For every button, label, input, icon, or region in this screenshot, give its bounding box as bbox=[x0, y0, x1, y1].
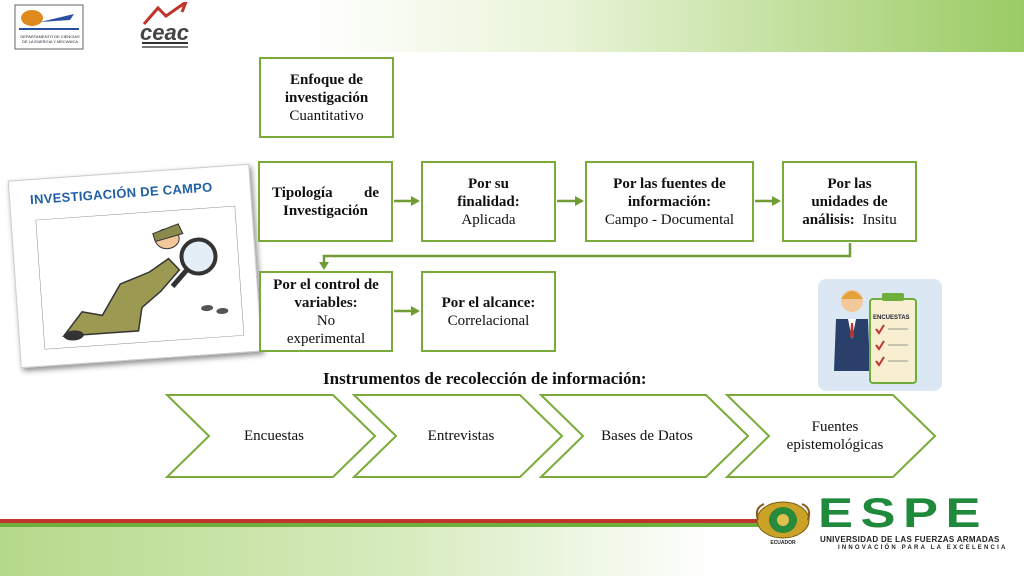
chevron-1 bbox=[164, 394, 377, 478]
box-tipologia: Tipología de Investigación bbox=[258, 161, 393, 242]
chevron-4 bbox=[724, 394, 937, 478]
arrow-unidades-control bbox=[322, 243, 852, 264]
box-fuentes-value: Campo - Documental bbox=[604, 211, 735, 228]
espe-shield: ECUADOR bbox=[752, 498, 814, 550]
instrumentos-title: Instrumentos de recolección de informaci… bbox=[323, 369, 647, 388]
box-fuentes: Por las fuentes de información: Campo - … bbox=[585, 161, 754, 242]
box-enfoque-value: Cuantitativo bbox=[289, 107, 364, 124]
box-unidades-line3: análisis: bbox=[802, 211, 855, 228]
instrumento-entrevistas: Entrevistas bbox=[427, 428, 495, 444]
footer-red-stripe bbox=[0, 519, 760, 523]
box-tipologia-line1: Tipología de bbox=[272, 184, 379, 201]
encuestas-illustration: ENCUESTAS bbox=[818, 279, 942, 391]
box-finalidad-value: Aplicada bbox=[461, 211, 516, 228]
box-control: Por el control de variables: No experime… bbox=[259, 271, 393, 352]
espe-tagline: INNOVACIÓN PARA LA EXCELENCIA bbox=[838, 545, 1008, 551]
instrumento-encuestas: Encuestas bbox=[244, 428, 304, 444]
footer-green-stripe bbox=[0, 523, 760, 527]
box-unidades-line1: Por las bbox=[827, 175, 872, 192]
box-control-title: Por el control de variables: bbox=[273, 276, 379, 311]
chevron-3 bbox=[538, 394, 750, 478]
ceac-logo: ceac bbox=[136, 0, 194, 52]
box-unidades: Por las unidades de análisis: Insitu bbox=[782, 161, 917, 242]
instrumentos-chevrons bbox=[164, 394, 937, 478]
instrumento-fuentes-epistemologicas: Fuentes epistemológicas bbox=[786, 419, 884, 453]
bottom-banner bbox=[0, 527, 1024, 576]
box-unidades-line2: unidades de bbox=[811, 193, 888, 210]
espe-brand: ESPE bbox=[818, 489, 989, 536]
box-enfoque: Enfoque de investigación Cuantitativo bbox=[259, 57, 394, 138]
espe-subtitle: UNIVERSIDAD DE LAS FUERZAS ARMADAS bbox=[820, 535, 1000, 544]
box-alcance-title: Por el alcance: bbox=[441, 294, 536, 311]
investigacion-campo-card: INVESTIGACIÓN DE CAMPO bbox=[7, 163, 263, 369]
box-alcance-value: Correlacional bbox=[447, 312, 530, 329]
espe-shield-text: ECUADOR bbox=[770, 540, 796, 546]
detective-illustration bbox=[35, 205, 245, 350]
department-logo-text: DEPARTAMENTO DE CIENCIAS DE LA ENERGIA Y… bbox=[20, 34, 80, 44]
box-alcance: Por el alcance: Correlacional bbox=[421, 271, 556, 352]
encuestas-card-label: ENCUESTAS bbox=[873, 315, 910, 321]
chevron-2 bbox=[351, 394, 564, 478]
instrumento-bases-datos: Bases de Datos bbox=[601, 428, 693, 444]
department-logo: DEPARTAMENTO DE CIENCIAS DE LA ENERGIA Y… bbox=[14, 4, 84, 50]
box-tipologia-line2: Investigación bbox=[282, 202, 368, 219]
box-fuentes-title: Por las fuentes de información: bbox=[613, 175, 726, 210]
box-finalidad: Por su finalidad: Aplicada bbox=[421, 161, 556, 242]
box-enfoque-title: Enfoque de investigación bbox=[284, 71, 369, 106]
box-unidades-value: Insitu bbox=[862, 211, 897, 228]
investigacion-campo-title: INVESTIGACIÓN DE CAMPO bbox=[29, 179, 214, 208]
box-control-value: No experimental bbox=[286, 312, 366, 347]
ceac-logo-text: ceac bbox=[140, 20, 189, 45]
box-finalidad-title: Por su finalidad: bbox=[457, 175, 520, 210]
